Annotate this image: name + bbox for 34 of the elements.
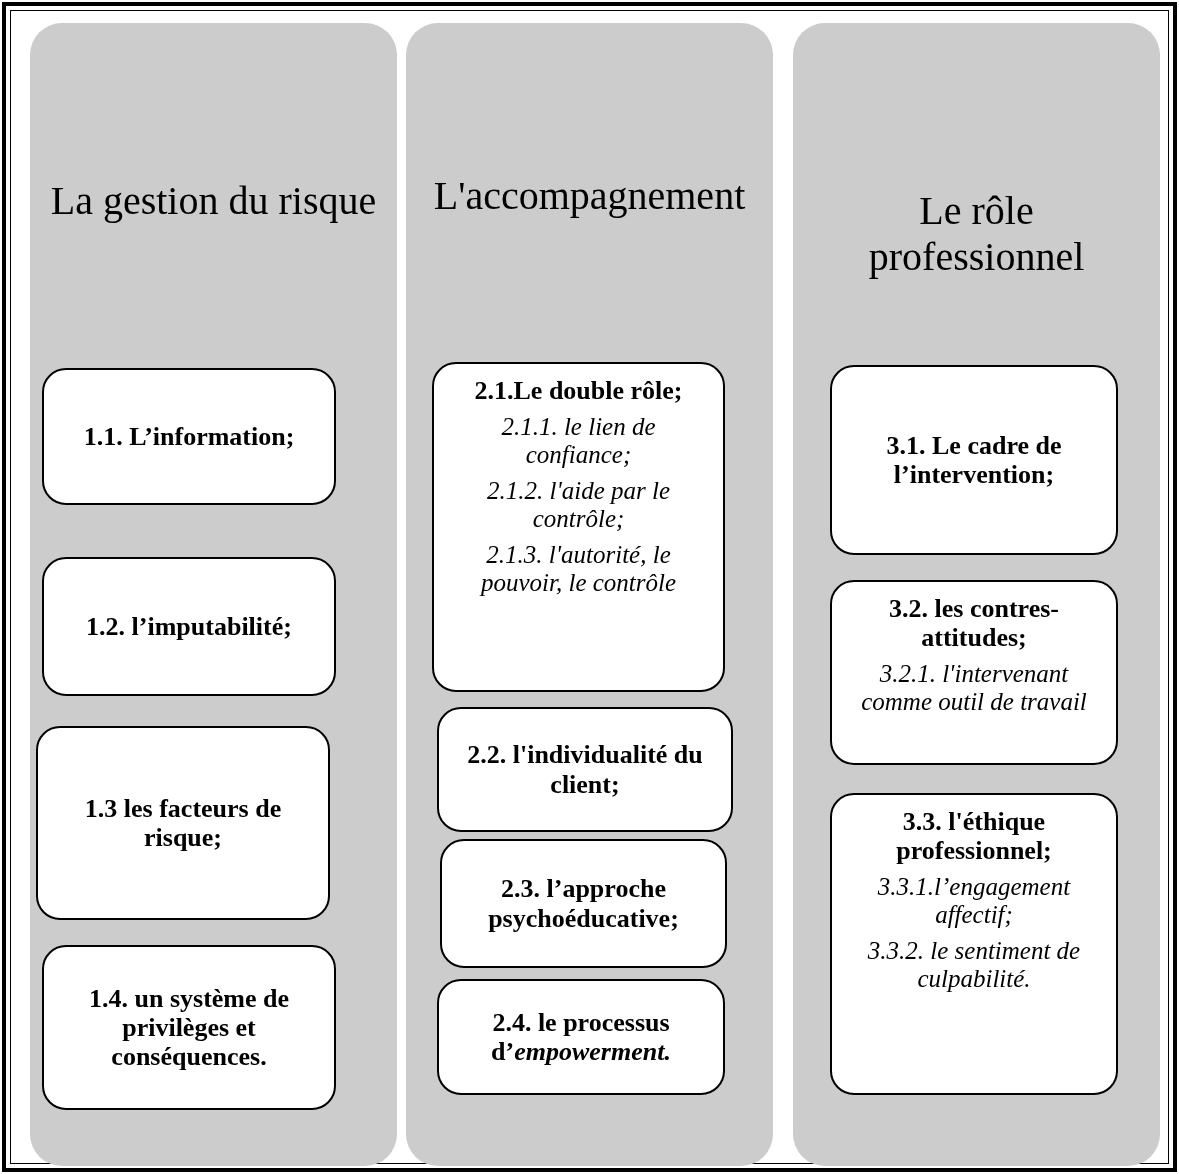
topic-heading: 2.2. l'individualité du client;	[466, 740, 704, 799]
topic-box	[42, 945, 336, 1110]
topic-box	[830, 793, 1118, 1095]
topic-heading: 2.3. l’approche psychoéducative;	[487, 874, 680, 933]
subtopic-text: 3.3.1.l’engagement affectif;	[876, 873, 1072, 930]
topic-box	[36, 726, 330, 920]
topic-heading: 3.1. Le cadre de l’intervention;	[885, 430, 1063, 490]
topic-heading: 1.1. L’information;	[83, 421, 295, 452]
topic-heading: 2.4. le processus d’empowerment.	[490, 1007, 672, 1067]
topic-heading: 2.1.Le double rôle;	[474, 376, 683, 406]
topic-box	[830, 365, 1118, 555]
subtopic-text: 2.1.1. le lien de confiance;	[500, 413, 657, 470]
topic-heading: 1.2. l’imputabilité;	[86, 611, 292, 642]
topic-heading: 1.3 les facteurs de risque;	[83, 793, 283, 853]
topic-box	[42, 368, 336, 505]
topic-box	[432, 362, 725, 692]
topic-heading: 3.2. les contres-attitudes;	[888, 594, 1060, 653]
column-band	[793, 23, 1160, 1166]
column-title: La gestion du risque	[50, 178, 377, 224]
topic-box	[440, 839, 727, 968]
subtopic-text: 3.3.2. le sentiment de culpabilité.	[866, 937, 1082, 994]
column-title: Le rôle professionnel	[867, 188, 1086, 280]
subtopic-text: 2.1.3. l'autorité, le pouvoir, le contrôle	[478, 541, 678, 598]
topic-heading: 1.4. un système de privilèges et conséquences.	[87, 983, 291, 1072]
topic-box	[42, 557, 336, 696]
topic-box	[830, 580, 1118, 765]
column-band	[406, 23, 773, 1166]
topic-box	[437, 707, 733, 832]
subtopic-text: 3.2.1. l'intervenant comme outil de travail	[860, 660, 1088, 717]
column-band	[30, 23, 397, 1166]
topic-heading: 3.3. l'éthique professionnel;	[895, 807, 1053, 866]
subtopic-text: 2.1.2. l'aide par le contrôle;	[485, 477, 672, 534]
topic-box	[437, 979, 725, 1095]
column-title: L'accompagnement	[432, 173, 747, 219]
